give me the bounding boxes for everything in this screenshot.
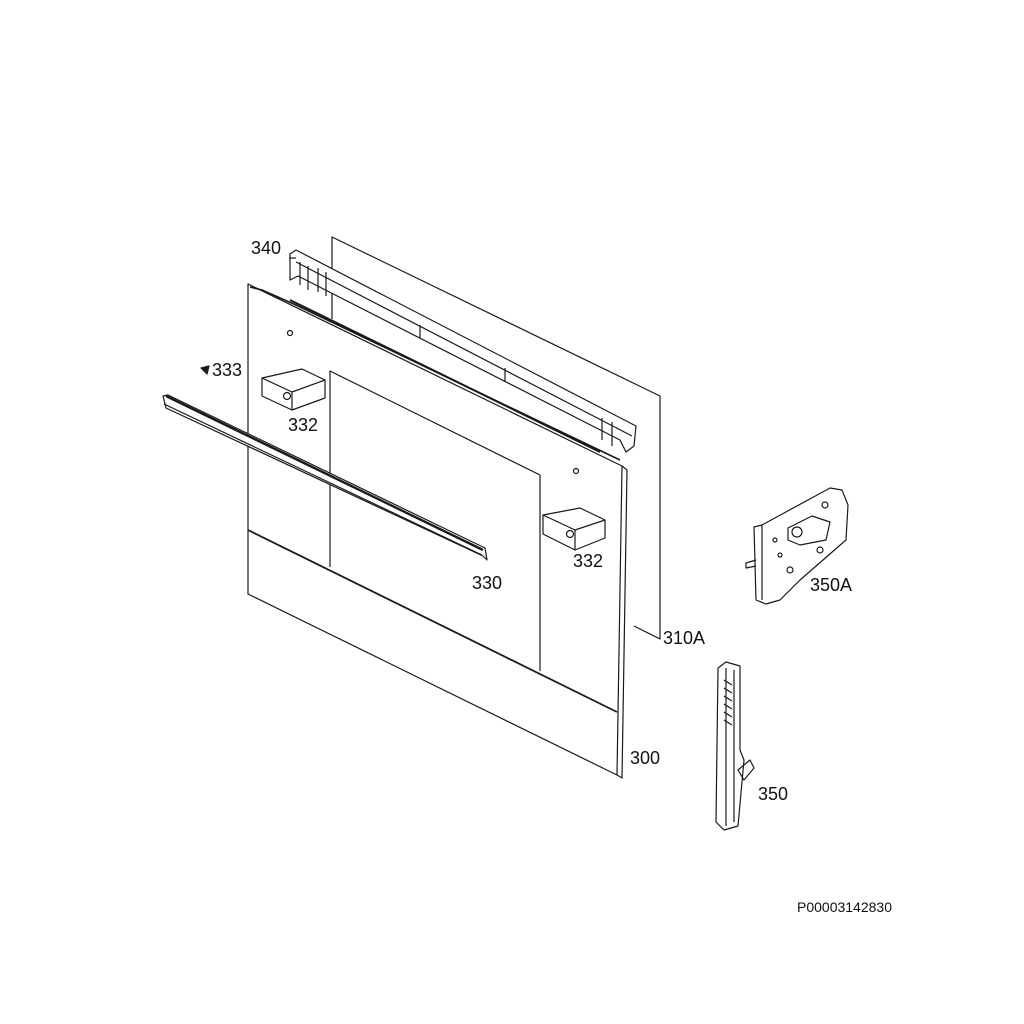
part-340-door-top-trim[interactable] (289, 249, 637, 453)
label-310A: 310A (663, 628, 706, 648)
part-350-hinge-receiver[interactable] (715, 661, 755, 831)
label-350: 350 (758, 784, 789, 804)
label-333: 333 (212, 360, 243, 380)
part-350A-hinge[interactable] (745, 487, 849, 605)
part-310A-inner-glass[interactable] (331, 236, 661, 640)
label-300: 300 (630, 748, 661, 768)
drawing-code: P00003142830 (797, 899, 892, 915)
part-333-screw[interactable] (200, 365, 210, 375)
part-332-hinge-block-left[interactable] (261, 368, 326, 411)
part-332-hinge-block-right[interactable] (542, 507, 606, 551)
label-332-right: 332 (573, 551, 604, 571)
label-350A: 350A (810, 575, 853, 595)
label-330: 330 (472, 573, 503, 593)
label-332-left: 332 (288, 415, 319, 435)
label-340: 340 (251, 238, 282, 258)
part-330-door-handle[interactable] (162, 394, 488, 561)
